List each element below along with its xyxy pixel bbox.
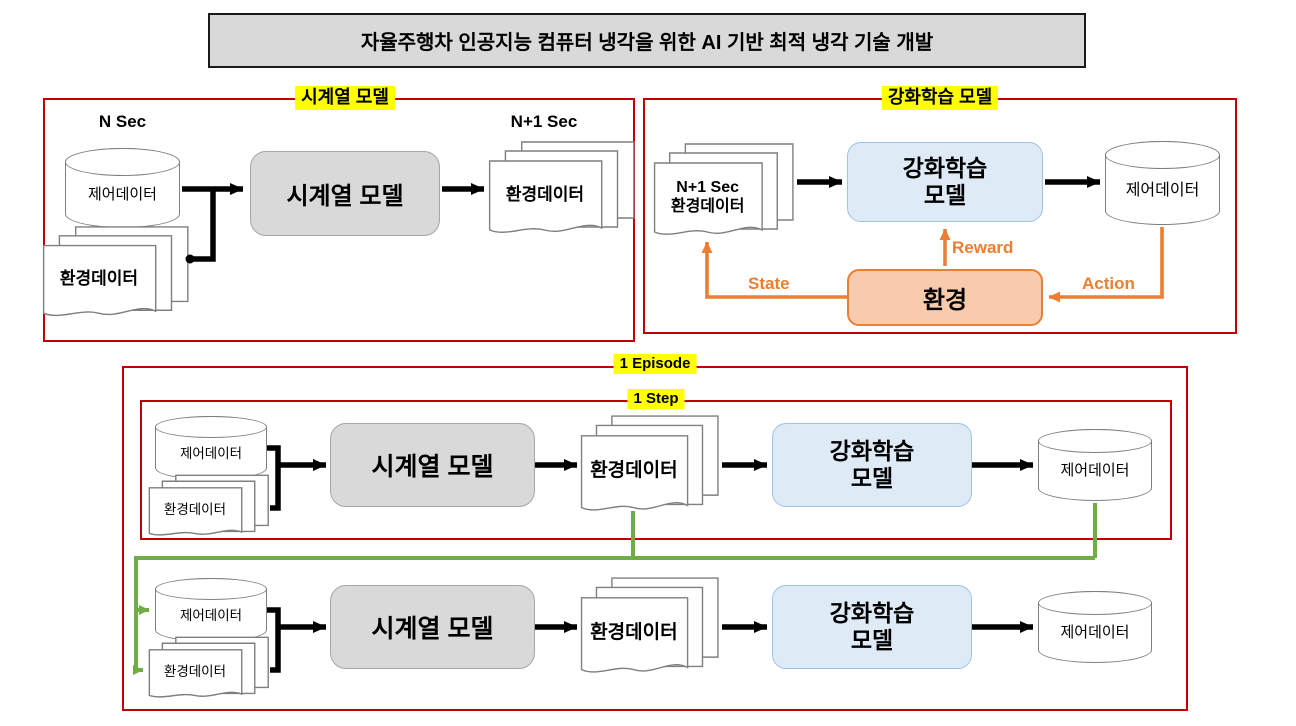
n-sec-label: N Sec	[98, 112, 147, 131]
row1-output-db-cylinder: 제어데이터	[1037, 428, 1153, 501]
row1-output-db-label: 제어데이터	[1060, 462, 1130, 479]
diagram-title: 자율주행차 인공지능 컴퓨터 냉각을 위한 AI 기반 최적 냉각 기술 개발	[360, 32, 934, 54]
row2-rl-model-box: 강화학습 모델	[772, 585, 972, 669]
rl-control-db-cylinder: 제어데이터	[1104, 140, 1221, 225]
row2-output-db-label: 제어데이터	[1060, 624, 1130, 641]
cylinder-rim	[1104, 140, 1221, 169]
row2-env-docs-label: 환경데이터	[163, 664, 227, 680]
row2-output-db-cylinder: 제어데이터	[1037, 590, 1153, 663]
cylinder-rim	[154, 415, 268, 438]
reward-label: Reward	[952, 238, 1014, 257]
n-plus-1-sec-label: N+1 Sec	[510, 112, 578, 131]
row1-ts-model-box: 시계열 모델	[330, 423, 535, 507]
step-panel-label: 1 Step	[627, 389, 685, 409]
episode-panel-label: 1 Episode	[613, 354, 697, 374]
environment-box: 환경	[847, 269, 1043, 326]
row1-rl-model-line1: 강화학습	[829, 437, 915, 464]
ts-model-label: 시계열 모델	[286, 183, 404, 210]
row2-env-docs-stack: 환경데이터	[148, 636, 270, 702]
row1-env-docs-stack: 환경데이터	[148, 474, 270, 540]
action-label: Action	[1082, 274, 1135, 293]
row1-mid-docs-label: 환경데이터	[590, 459, 678, 481]
row2-mid-docs-label: 환경데이터	[590, 621, 678, 643]
cylinder-rim	[1037, 428, 1153, 453]
document-stack-icon	[488, 140, 636, 240]
timeseries-panel-label: 시계열 모델	[295, 86, 395, 110]
cylinder-rim	[154, 577, 268, 600]
document-stack-icon	[580, 414, 720, 518]
environment-label: 환경	[922, 287, 968, 314]
row2-control-db-label: 제어데이터	[179, 608, 243, 623]
rl-input-docs-line1: N+1 Sec	[676, 178, 740, 196]
rl-input-docs-line2: 환경데이터	[670, 198, 745, 215]
row1-control-db-label: 제어데이터	[179, 446, 243, 461]
ts-control-db-label: 제어데이터	[87, 185, 157, 203]
row2-control-db-cylinder: 제어데이터	[154, 577, 268, 642]
ts-control-db-cylinder: 제어데이터	[64, 147, 181, 228]
rl-panel-label: 강화학습 모델	[881, 86, 999, 110]
row2-rl-model-line1: 강화학습	[829, 599, 915, 626]
cylinder-rim	[1037, 590, 1153, 615]
rl-input-docs-label: N+1 Sec 환경데이터	[654, 164, 761, 230]
row1-rl-model-line2: 모델	[850, 465, 894, 491]
ts-env-docs-stack: 환경데이터	[42, 225, 190, 323]
row2-ts-model-box: 시계열 모델	[330, 585, 535, 669]
row2-mid-docs-stack: 환경데이터	[580, 576, 720, 680]
rl-input-docs-stack: N+1 Sec 환경데이터	[653, 142, 795, 242]
row2-ts-model-label: 시계열 모델	[371, 615, 494, 643]
rl-model-box: 강화학습 모델	[847, 142, 1043, 222]
ts-model-box: 시계열 모델	[250, 151, 440, 236]
rl-model-line1: 강화학습	[902, 154, 988, 181]
ts-env-docs-label: 환경데이터	[59, 268, 139, 288]
document-stack-icon	[148, 474, 270, 540]
ts-output-docs-stack: 환경데이터	[488, 140, 636, 240]
state-label: State	[748, 274, 790, 293]
rl-control-db-label: 제어데이터	[1125, 182, 1200, 199]
cylinder-rim	[64, 147, 181, 176]
row1-ts-model-label: 시계열 모델	[371, 453, 494, 481]
rl-model-line2: 모델	[923, 182, 967, 208]
document-stack-icon	[42, 225, 190, 323]
ts-output-docs-label: 환경데이터	[505, 184, 585, 204]
row1-mid-docs-stack: 환경데이터	[580, 414, 720, 518]
row1-rl-model-box: 강화학습 모델	[772, 423, 972, 507]
row1-control-db-cylinder: 제어데이터	[154, 415, 268, 480]
diagram-title-box: 자율주행차 인공지능 컴퓨터 냉각을 위한 AI 기반 최적 냉각 기술 개발	[208, 13, 1086, 68]
row2-rl-model-line2: 모델	[850, 627, 894, 653]
row1-env-docs-label: 환경데이터	[163, 502, 227, 518]
document-stack-icon	[653, 142, 795, 242]
